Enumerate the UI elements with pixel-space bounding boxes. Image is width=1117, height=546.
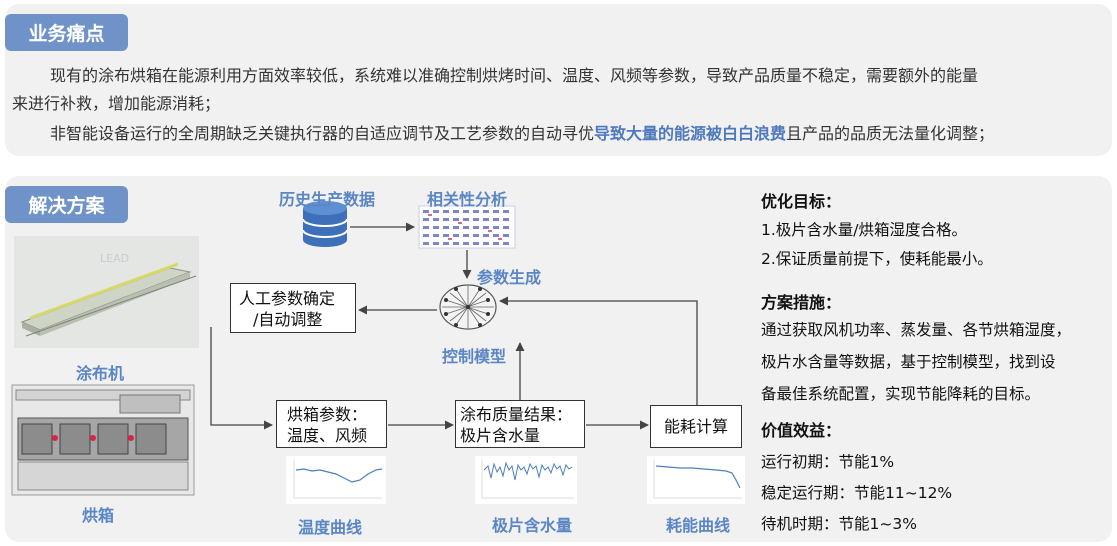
goal-title: 优化目标： — [761, 192, 842, 211]
database-icon — [302, 201, 348, 247]
svg-text:LEAD: LEAD — [100, 252, 129, 265]
value-2: 稳定运行期：节能11~12% — [761, 484, 953, 502]
control-model-icon — [439, 284, 497, 330]
energy-curve-label: 耗能曲线 — [666, 516, 731, 535]
correlation-matrix-icon — [418, 205, 516, 249]
history-data-label: 历史生产数据 — [279, 190, 376, 209]
goal-1: 1.极片含水量/烘箱湿度合格。 — [761, 221, 968, 239]
pain-line-2a: 非智能设备运行的全周期缺乏关键执行器的自适应调节及工艺参数的自动寻优 — [50, 124, 595, 143]
pain-panel — [5, 4, 1112, 156]
flow-arrows — [210, 222, 698, 430]
oven-params-line-2: 温度、风频 — [287, 426, 368, 445]
pain-line-1: 现有的涂布烘箱在能源利用方面效率较低，系统难以准确控制烘烤时间、温度、风频等参数… — [50, 62, 978, 90]
measure-3: 备最佳系统配置，实现节能降耗的目标。 — [761, 385, 1041, 403]
oven-params-line-1: 烘箱参数： — [287, 405, 368, 424]
solution-tag: 解决方案 — [5, 186, 128, 223]
measure-title: 方案措施： — [761, 293, 842, 312]
quality-line-2: 极片含水量 — [460, 426, 541, 445]
measure-2: 极片水含量等数据，基于控制模型，找到设 — [761, 353, 1056, 371]
moisture-label: 极片含水量 — [492, 516, 573, 535]
correlation-label: 相关性分析 — [427, 190, 508, 209]
temp-curve-label: 温度曲线 — [298, 518, 363, 537]
pain-tag: 业务痛点 — [5, 14, 128, 51]
coating-machine-image: LEAD — [14, 236, 199, 348]
quality-line-1: 涂布质量结果： — [460, 405, 573, 424]
value-title: 价值效益： — [761, 421, 842, 440]
param-gen-label: 参数生成 — [477, 268, 542, 287]
value-3: 待机时期：节能1~3% — [761, 515, 917, 533]
moisture-chart — [475, 456, 577, 504]
pain-line-1a: 现有的涂布烘箱在能源利用方面效率较低，系统难以准确控制烘烤时间、温度、风频等参数… — [50, 66, 979, 85]
quality-result-box: 涂布质量结果： 极片含水量 — [455, 400, 585, 448]
energy-curve-chart — [647, 456, 745, 504]
manual-adjust-line-2: /自动调整 — [253, 310, 323, 329]
pain-highlight: 导致大量的能源被白白浪费 — [594, 124, 787, 143]
control-model-label: 控制模型 — [442, 347, 507, 366]
value-1: 运行初期：节能1% — [761, 453, 895, 471]
oven-params-box: 烘箱参数： 温度、风频 — [276, 400, 387, 448]
oven-image — [11, 384, 195, 496]
coating-machine-label: 涂布机 — [76, 364, 125, 383]
energy-calc-box: 能耗计算 — [650, 405, 742, 448]
pain-line-2: 非智能设备运行的全周期缺乏关键执行器的自适应调节及工艺参数的自动寻优导致大量的能… — [50, 120, 994, 148]
temperature-curve-chart — [286, 456, 386, 504]
manual-adjust-line-1: 人工参数确定 — [239, 289, 336, 308]
measure-1: 通过获取风机功率、蒸发量、各节烘箱湿度， — [761, 321, 1072, 339]
manual-adjust-box: 人工参数确定 /自动调整 — [230, 283, 356, 333]
pain-line-1b: 来进行补救，增加能源消耗； — [12, 94, 221, 113]
oven-label: 烘箱 — [82, 506, 115, 525]
pain-line-2c: 且产品的品质无法量化调整； — [786, 124, 995, 143]
goal-2: 2.保证质量前提下，使耗能最小。 — [761, 250, 993, 268]
